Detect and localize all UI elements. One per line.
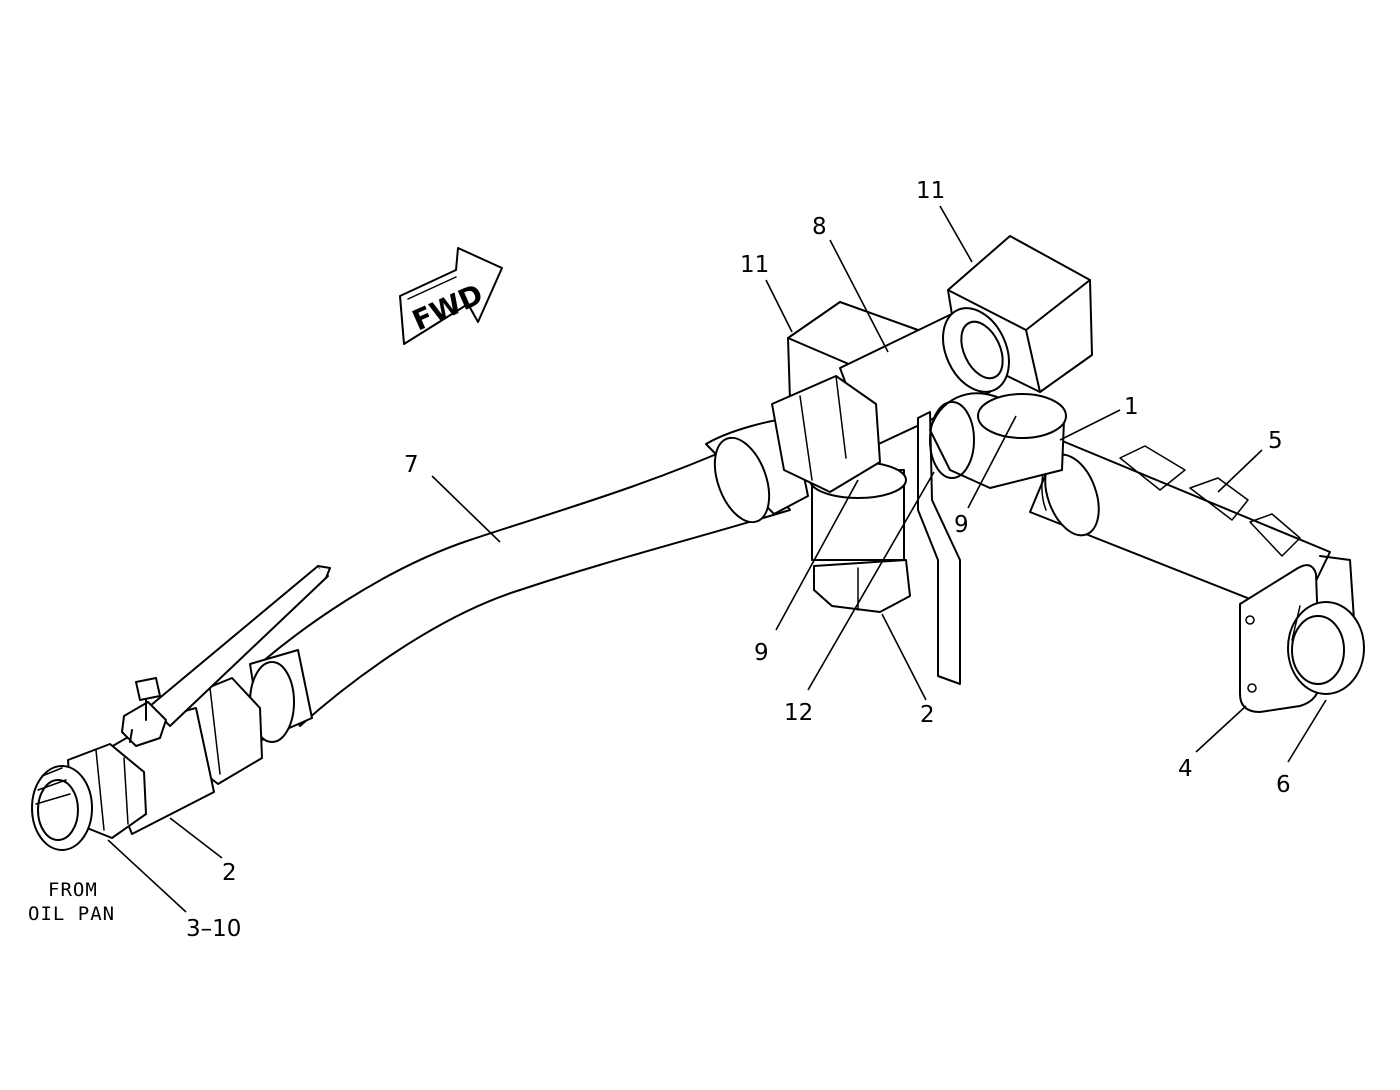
callout-5: 5 (1268, 428, 1283, 454)
callout-labels: 11 8 11 1 5 7 9 9 12 2 4 6 2 3–10 (186, 178, 1291, 942)
callout-6: 6 (1276, 772, 1291, 798)
callout-2-mid: 2 (920, 702, 935, 728)
callout-12: 12 (784, 700, 813, 726)
callout-9-left: 9 (754, 640, 769, 666)
upper-hex-nut (771, 375, 881, 493)
callout-1: 1 (1124, 394, 1139, 420)
fwd-arrow: FWD (399, 247, 503, 345)
note-line-1: FROM (48, 879, 98, 901)
main-hose (249, 417, 809, 743)
callout-9-right: 9 (954, 512, 969, 538)
callout-8: 8 (812, 214, 827, 240)
callout-11-left: 11 (740, 252, 769, 278)
lower-elbow (929, 392, 1067, 489)
inlet-fitting (31, 743, 147, 851)
callout-3-10: 3–10 (186, 916, 241, 942)
callout-7: 7 (404, 452, 419, 478)
pipe-cap (1287, 601, 1365, 695)
callout-2-bottom: 2 (222, 860, 237, 886)
source-note: FROM OIL PAN (28, 879, 115, 925)
note-line-2: OIL PAN (28, 903, 115, 925)
leader-lines (107, 205, 1327, 913)
callout-4: 4 (1178, 756, 1193, 782)
callout-11-right: 11 (916, 178, 945, 204)
